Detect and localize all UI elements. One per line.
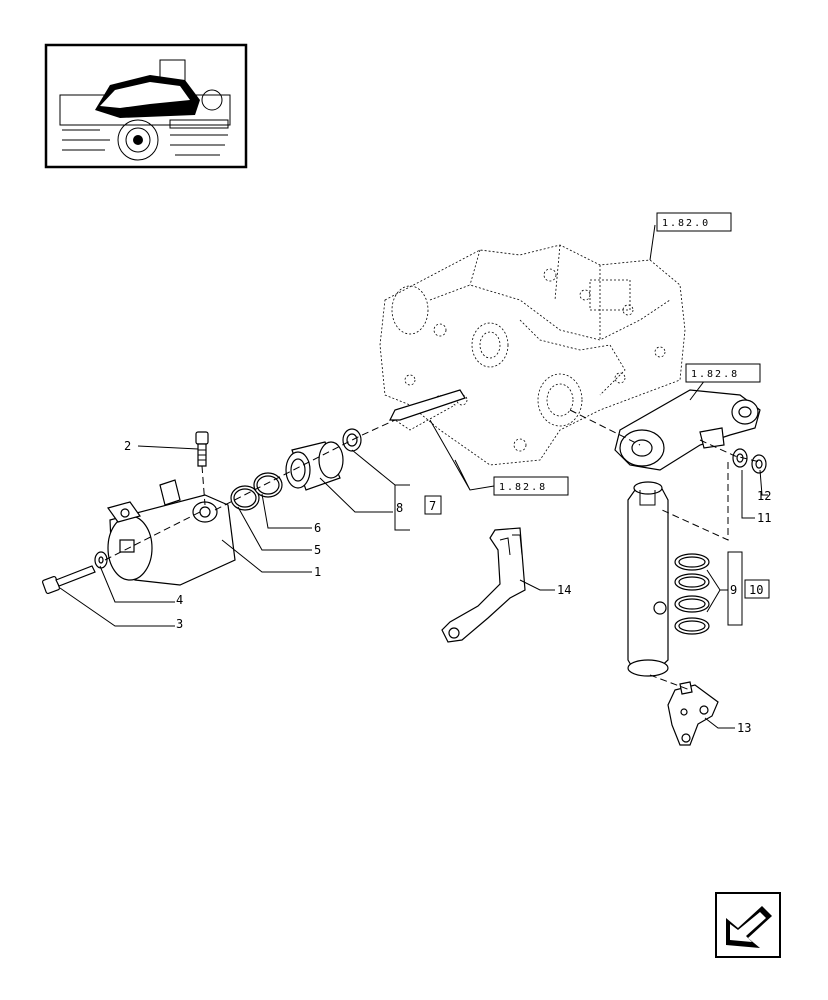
ref-box-housing[interactable]: 1.82.0 [656, 212, 732, 232]
svg-text:1.82.0: 1.82.0 [662, 218, 710, 229]
callout-12: 12 [757, 489, 771, 503]
hydraulic-lift-housing [379, 244, 686, 466]
callout-14: 14 [557, 583, 571, 597]
callout-9: 9 [730, 583, 737, 597]
cross-shaft [627, 481, 669, 677]
tractor-thumbnail-icon [59, 59, 231, 161]
svg-text:10: 10 [749, 583, 763, 597]
piston-rod [389, 389, 466, 421]
bracket-13 [667, 681, 719, 746]
bolt-3 [41, 565, 96, 595]
ref-box-7[interactable]: 7 [424, 495, 442, 515]
svg-text:1.82.8: 1.82.8 [691, 369, 739, 380]
callout-5: 5 [314, 543, 321, 557]
previous-page-arrow-icon[interactable] [715, 892, 781, 958]
callout-2: 2 [124, 439, 131, 453]
assembly-line-bolt [104, 511, 201, 561]
callout-6: 6 [314, 521, 321, 535]
lift-arm [614, 389, 761, 471]
leader-lines [59, 224, 768, 729]
callout-4: 4 [176, 593, 183, 607]
svg-text:7: 7 [429, 499, 436, 513]
callout-11: 11 [757, 511, 771, 525]
bolt-2 [195, 431, 209, 467]
thumbnail-frame [44, 43, 248, 169]
bracket-14 [441, 527, 526, 643]
callout-13: 13 [737, 721, 751, 735]
ref-box-10[interactable]: 10 [744, 579, 770, 599]
piston-8 [285, 441, 344, 491]
callout-3: 3 [176, 617, 183, 631]
svg-text:1.82.8: 1.82.8 [499, 482, 547, 493]
callout-8: 8 [396, 501, 403, 515]
lift-cylinder [107, 479, 236, 586]
o-rings-9 [674, 553, 710, 635]
ref-box-shaft[interactable]: 1.82.8 [493, 476, 569, 496]
ref-box-arm[interactable]: 1.82.8 [685, 363, 761, 383]
callout-1: 1 [314, 565, 321, 579]
